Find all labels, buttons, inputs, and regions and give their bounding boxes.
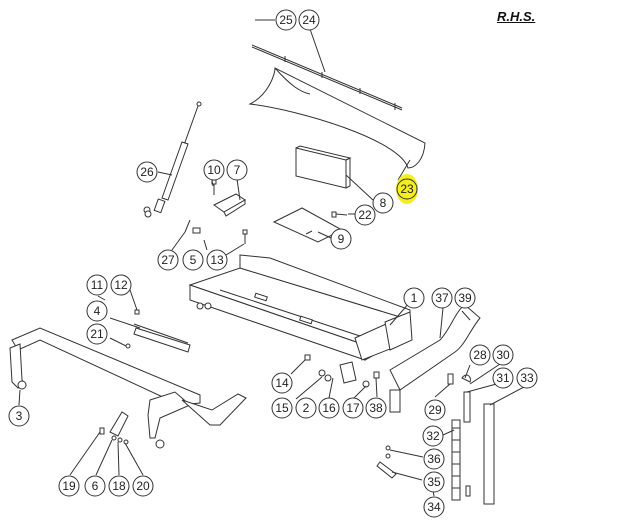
callout-37: 37 xyxy=(431,287,453,309)
svg-text:13: 13 xyxy=(210,253,224,267)
svg-text:31: 31 xyxy=(496,371,510,385)
small-bolt-22 xyxy=(331,211,348,218)
callout-21: 21 xyxy=(86,323,108,345)
callout-27: 27 xyxy=(157,249,179,271)
top-rail-part xyxy=(251,44,403,111)
svg-text:36: 36 xyxy=(427,452,441,466)
callout-1: 1 xyxy=(403,287,425,309)
svg-text:25: 25 xyxy=(279,13,293,27)
callout-29: 29 xyxy=(424,399,446,421)
svg-text:8: 8 xyxy=(380,196,387,210)
svg-text:23: 23 xyxy=(400,182,414,196)
svg-text:18: 18 xyxy=(112,479,126,493)
callout-36: 36 xyxy=(423,448,445,470)
svg-text:4: 4 xyxy=(94,304,101,318)
svg-text:16: 16 xyxy=(322,401,336,415)
svg-text:37: 37 xyxy=(435,291,449,305)
callout-12: 12 xyxy=(110,274,132,296)
callout-13: 13 xyxy=(206,249,228,271)
callout-14: 14 xyxy=(271,372,293,394)
svg-text:21: 21 xyxy=(90,327,104,341)
callout-20: 20 xyxy=(132,475,154,497)
svg-text:26: 26 xyxy=(140,165,154,179)
callout-26: 26 xyxy=(136,161,158,183)
svg-text:29: 29 xyxy=(428,403,442,417)
callout-8: 8 xyxy=(372,192,394,214)
svg-text:20: 20 xyxy=(136,479,150,493)
callout-28: 28 xyxy=(469,344,491,366)
callout-3: 3 xyxy=(8,405,30,427)
svg-text:27: 27 xyxy=(161,253,175,267)
callout-10: 10 xyxy=(203,159,225,181)
bolt-13 xyxy=(242,229,248,244)
callout-34: 34 xyxy=(423,496,445,518)
svg-text:2: 2 xyxy=(303,401,310,415)
svg-text:28: 28 xyxy=(473,348,487,362)
svg-text:3: 3 xyxy=(16,409,23,423)
leader-lines xyxy=(18,19,525,497)
fasteners-center xyxy=(304,354,380,388)
callout-18: 18 xyxy=(108,475,130,497)
svg-text:17: 17 xyxy=(346,401,360,415)
svg-text:15: 15 xyxy=(275,401,289,415)
callout-23-highlighted: 23 xyxy=(396,174,418,204)
callout-15: 15 xyxy=(271,397,293,419)
callout-2: 2 xyxy=(295,397,317,419)
main-frame-part xyxy=(188,254,413,361)
callout-39: 39 xyxy=(454,287,476,309)
callout-5: 5 xyxy=(182,249,204,271)
callout-32: 32 xyxy=(422,425,444,447)
svg-text:24: 24 xyxy=(302,13,316,27)
svg-text:9: 9 xyxy=(338,232,345,246)
callout-31: 31 xyxy=(492,367,514,389)
svg-text:6: 6 xyxy=(92,479,99,493)
callout-9: 9 xyxy=(330,228,352,250)
svg-text:5: 5 xyxy=(190,253,197,267)
callout-19: 19 xyxy=(58,475,80,497)
callout-33: 33 xyxy=(516,367,538,389)
callout-16: 16 xyxy=(318,397,340,419)
callout-30: 30 xyxy=(492,344,514,366)
svg-text:39: 39 xyxy=(458,291,472,305)
callout-7: 7 xyxy=(226,159,248,181)
svg-text:11: 11 xyxy=(91,278,104,292)
callout-17: 17 xyxy=(342,397,364,419)
svg-text:30: 30 xyxy=(496,348,510,362)
callout-38: 38 xyxy=(365,397,387,419)
svg-text:12: 12 xyxy=(114,278,128,292)
callout-35: 35 xyxy=(423,471,445,493)
pin-27 xyxy=(184,219,201,234)
bracket-plate-part xyxy=(295,145,352,189)
callouts: 25 24 23 26 10 7 8 22 9 27 5 13 11 12 4 … xyxy=(8,9,538,518)
callout-25: 25 xyxy=(275,9,297,31)
right-side-parts xyxy=(376,373,495,505)
svg-text:7: 7 xyxy=(234,163,241,177)
svg-text:34: 34 xyxy=(427,500,441,514)
side-curve-bracket xyxy=(389,304,481,413)
svg-text:10: 10 xyxy=(207,163,221,177)
svg-text:22: 22 xyxy=(358,208,372,222)
side-label: R.H.S. xyxy=(497,9,536,24)
callout-24: 24 xyxy=(298,9,320,31)
svg-text:1: 1 xyxy=(411,291,418,305)
svg-text:38: 38 xyxy=(369,401,383,415)
svg-text:32: 32 xyxy=(426,429,440,443)
gas-strut-part xyxy=(143,101,202,218)
callout-11: 11 xyxy=(86,274,108,296)
angle-bracket-part xyxy=(213,193,246,217)
pedal-frame-part xyxy=(9,309,247,449)
callout-4: 4 xyxy=(86,300,108,322)
linkage-parts xyxy=(99,411,129,445)
svg-text:19: 19 xyxy=(62,479,76,493)
svg-text:33: 33 xyxy=(520,371,534,385)
svg-text:35: 35 xyxy=(427,475,441,489)
callout-6: 6 xyxy=(84,475,106,497)
callout-22: 22 xyxy=(354,204,376,226)
svg-text:14: 14 xyxy=(275,376,289,390)
curved-cover-part xyxy=(248,67,426,169)
